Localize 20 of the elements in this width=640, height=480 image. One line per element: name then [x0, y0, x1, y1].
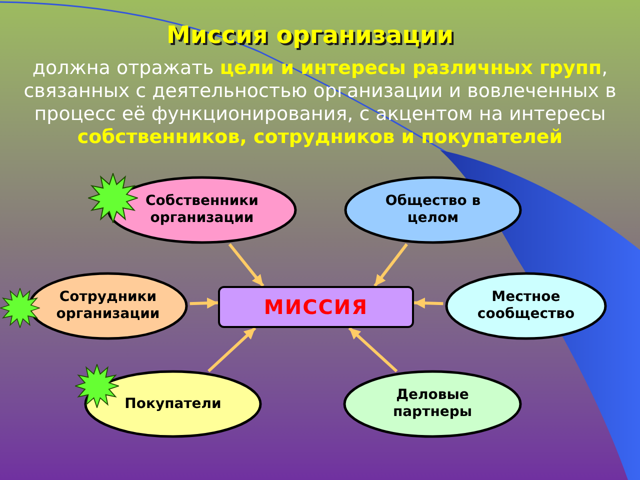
oval-node: [107, 176, 297, 244]
oval-node: [84, 370, 262, 438]
oval-node: [344, 176, 522, 244]
arrow: [207, 326, 256, 372]
node-label: Деловые партнеры: [392, 387, 474, 421]
node-label: Собственники организации: [144, 193, 260, 227]
oval-node: [445, 272, 607, 340]
arrow: [374, 243, 408, 287]
node-label: Покупатели: [124, 396, 222, 412]
arrow: [414, 298, 444, 309]
node-label: Местное сообщество: [476, 289, 576, 323]
node-label: Общество в целом: [384, 193, 482, 227]
mission-box: [218, 286, 414, 328]
arrow: [228, 243, 264, 287]
arrow: [348, 326, 398, 372]
mission-label: МИССИЯ: [264, 295, 368, 319]
oval-node: [343, 370, 522, 438]
node-label: Сотрудники организации: [55, 289, 161, 323]
arrow: [190, 298, 218, 309]
oval-node: [28, 272, 188, 340]
